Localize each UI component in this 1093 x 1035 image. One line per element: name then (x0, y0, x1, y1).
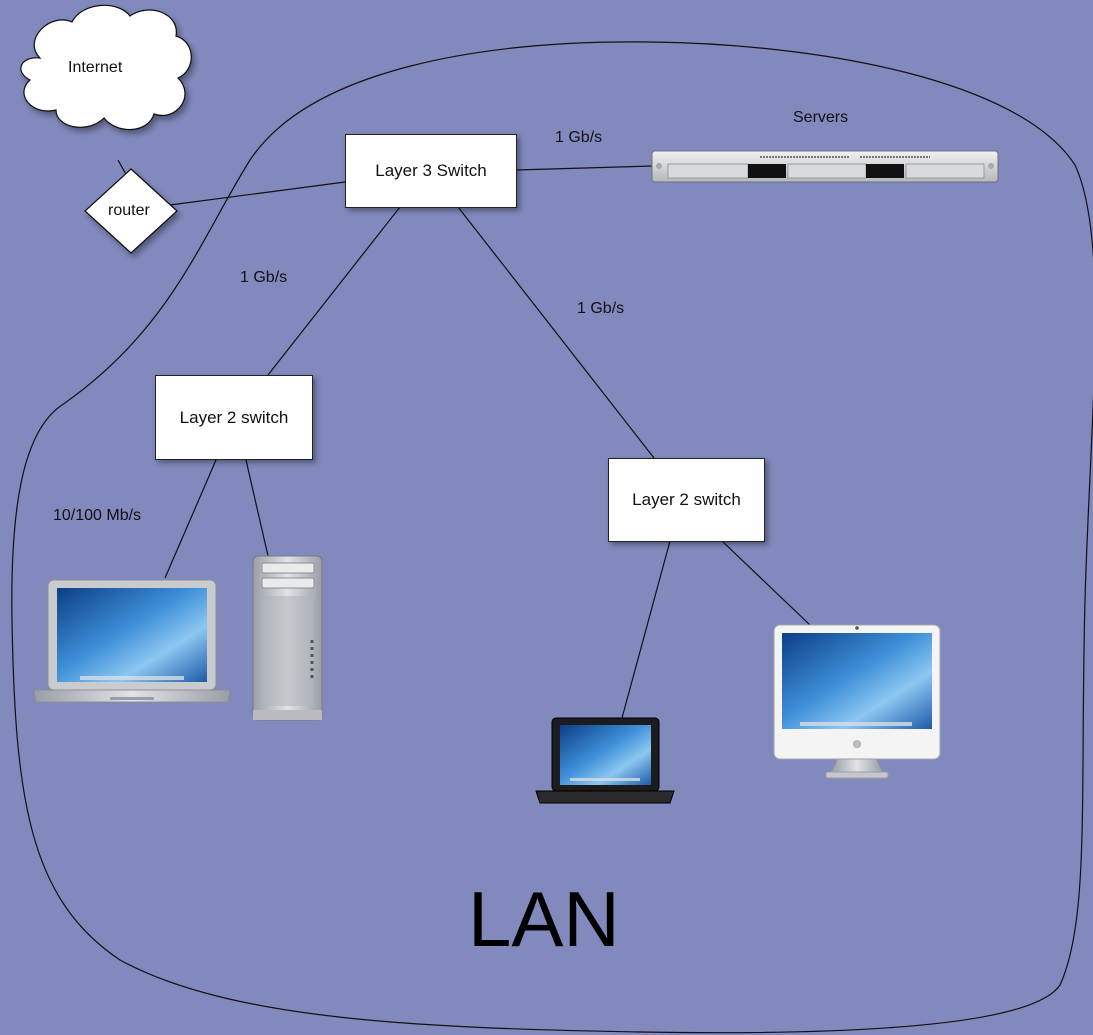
layer2-switch-left-label: Layer 2 switch (179, 407, 289, 427)
lan-title: LAN (468, 875, 620, 963)
layer2-switch-right[interactable]: Layer 2 switch (608, 458, 765, 542)
servers-label: Servers (793, 109, 849, 126)
link-l2left-laptop (164, 459, 217, 579)
link-l3-servers (515, 165, 653, 171)
layer3-switch-label: Layer 3 Switch (375, 161, 487, 180)
tower-desktop-icon (252, 555, 323, 721)
link-label-l3-l2-right: 1 Gb/s (577, 300, 625, 317)
laptop-icon (33, 579, 231, 703)
link-label-l3-servers: 1 Gb/s (555, 129, 603, 146)
svg-text:●: ● (852, 737, 862, 750)
lan-boundary (11, 41, 1093, 1034)
internet-label: Internet (68, 59, 123, 76)
router-diamond-icon (84, 168, 178, 254)
link-label-l2-left-clients: 10/100 Mb/s (53, 507, 142, 524)
link-router-l3 (169, 181, 346, 206)
link-l3-l2-right (457, 206, 655, 459)
rack-server-icon (651, 150, 999, 183)
all-in-one-desktop-icon: ● (773, 624, 941, 779)
link-label-l3-l2-left: 1 Gb/s (240, 269, 288, 286)
link-l2right-laptop (621, 540, 671, 719)
layer2-switch-right-label: Layer 2 switch (632, 490, 741, 509)
link-l3-l2-left (267, 206, 401, 376)
router-label: router (108, 202, 150, 219)
connection-lines (117, 159, 811, 719)
link-l2right-imac (721, 540, 811, 626)
layer3-switch[interactable]: Layer 3 Switch (345, 134, 517, 208)
layer2-switch-left[interactable]: Layer 2 switch (155, 375, 313, 460)
small-laptop-icon (535, 717, 675, 804)
internet-cloud-icon (20, 4, 192, 131)
link-l2left-tower (245, 459, 269, 557)
